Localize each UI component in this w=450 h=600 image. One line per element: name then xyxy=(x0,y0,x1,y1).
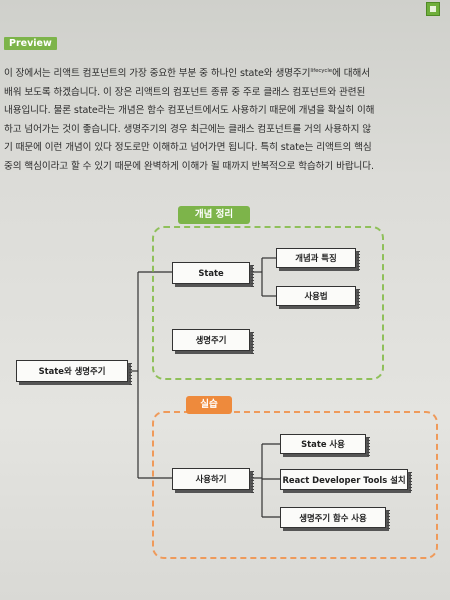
paragraph-line: 이 장에서는 리액트 컴포넌트의 가장 중요한 부분 중 하나인 state와 … xyxy=(4,68,370,79)
state-node: State xyxy=(172,262,254,287)
preview-badge: Preview xyxy=(4,37,57,50)
practice-group-label: 실습 xyxy=(186,396,232,414)
react-devtools-node: React Developer Tools 설치 xyxy=(280,469,412,493)
corner-square-icon xyxy=(426,2,440,16)
root-node: State와 생명주기 xyxy=(16,360,132,385)
concept-features-node: 개념과 특징 xyxy=(276,248,360,271)
paragraph-line: 기 때문에 이런 개념이 있다 정도로만 이해하고 넘어가면 됩니다. 특히 s… xyxy=(4,142,372,154)
lifecycle-node: 생명주기 xyxy=(172,329,254,354)
concept-group-frame xyxy=(152,226,384,380)
using-node: 사용하기 xyxy=(172,468,254,493)
usage-node: 사용법 xyxy=(276,286,360,309)
concept-group-label: 개념 정리 xyxy=(178,206,250,224)
paragraph-line: 내용입니다. 물론 state라는 개념은 함수 컴포넌트에서도 사용하기 때문… xyxy=(4,105,375,117)
paragraph-line: 중의 핵심이라고 할 수 있기 때문에 완벽하게 이해가 될 때까지 반복적으로… xyxy=(4,160,374,172)
lifecycle-function-node: 생명주기 함수 사용 xyxy=(280,507,390,531)
preview-paragraph: 이 장에서는 리액트 컴포넌트의 가장 중요한 부분 중 하나인 state와 … xyxy=(4,62,444,177)
paragraph-line: 배워 보도록 하겠습니다. 이 장은 리액트의 컴포넌트 종류 중 주로 클래스… xyxy=(4,86,366,98)
lifecycle-annotation: lifecycle xyxy=(310,68,333,74)
paragraph-line: 하고 넘어가는 것이 좋습니다. 생명주기의 경우 최근에는 클래스 컴포넌트를… xyxy=(4,123,371,135)
state-use-node: State 사용 xyxy=(280,434,370,457)
practice-group-frame xyxy=(152,411,438,559)
